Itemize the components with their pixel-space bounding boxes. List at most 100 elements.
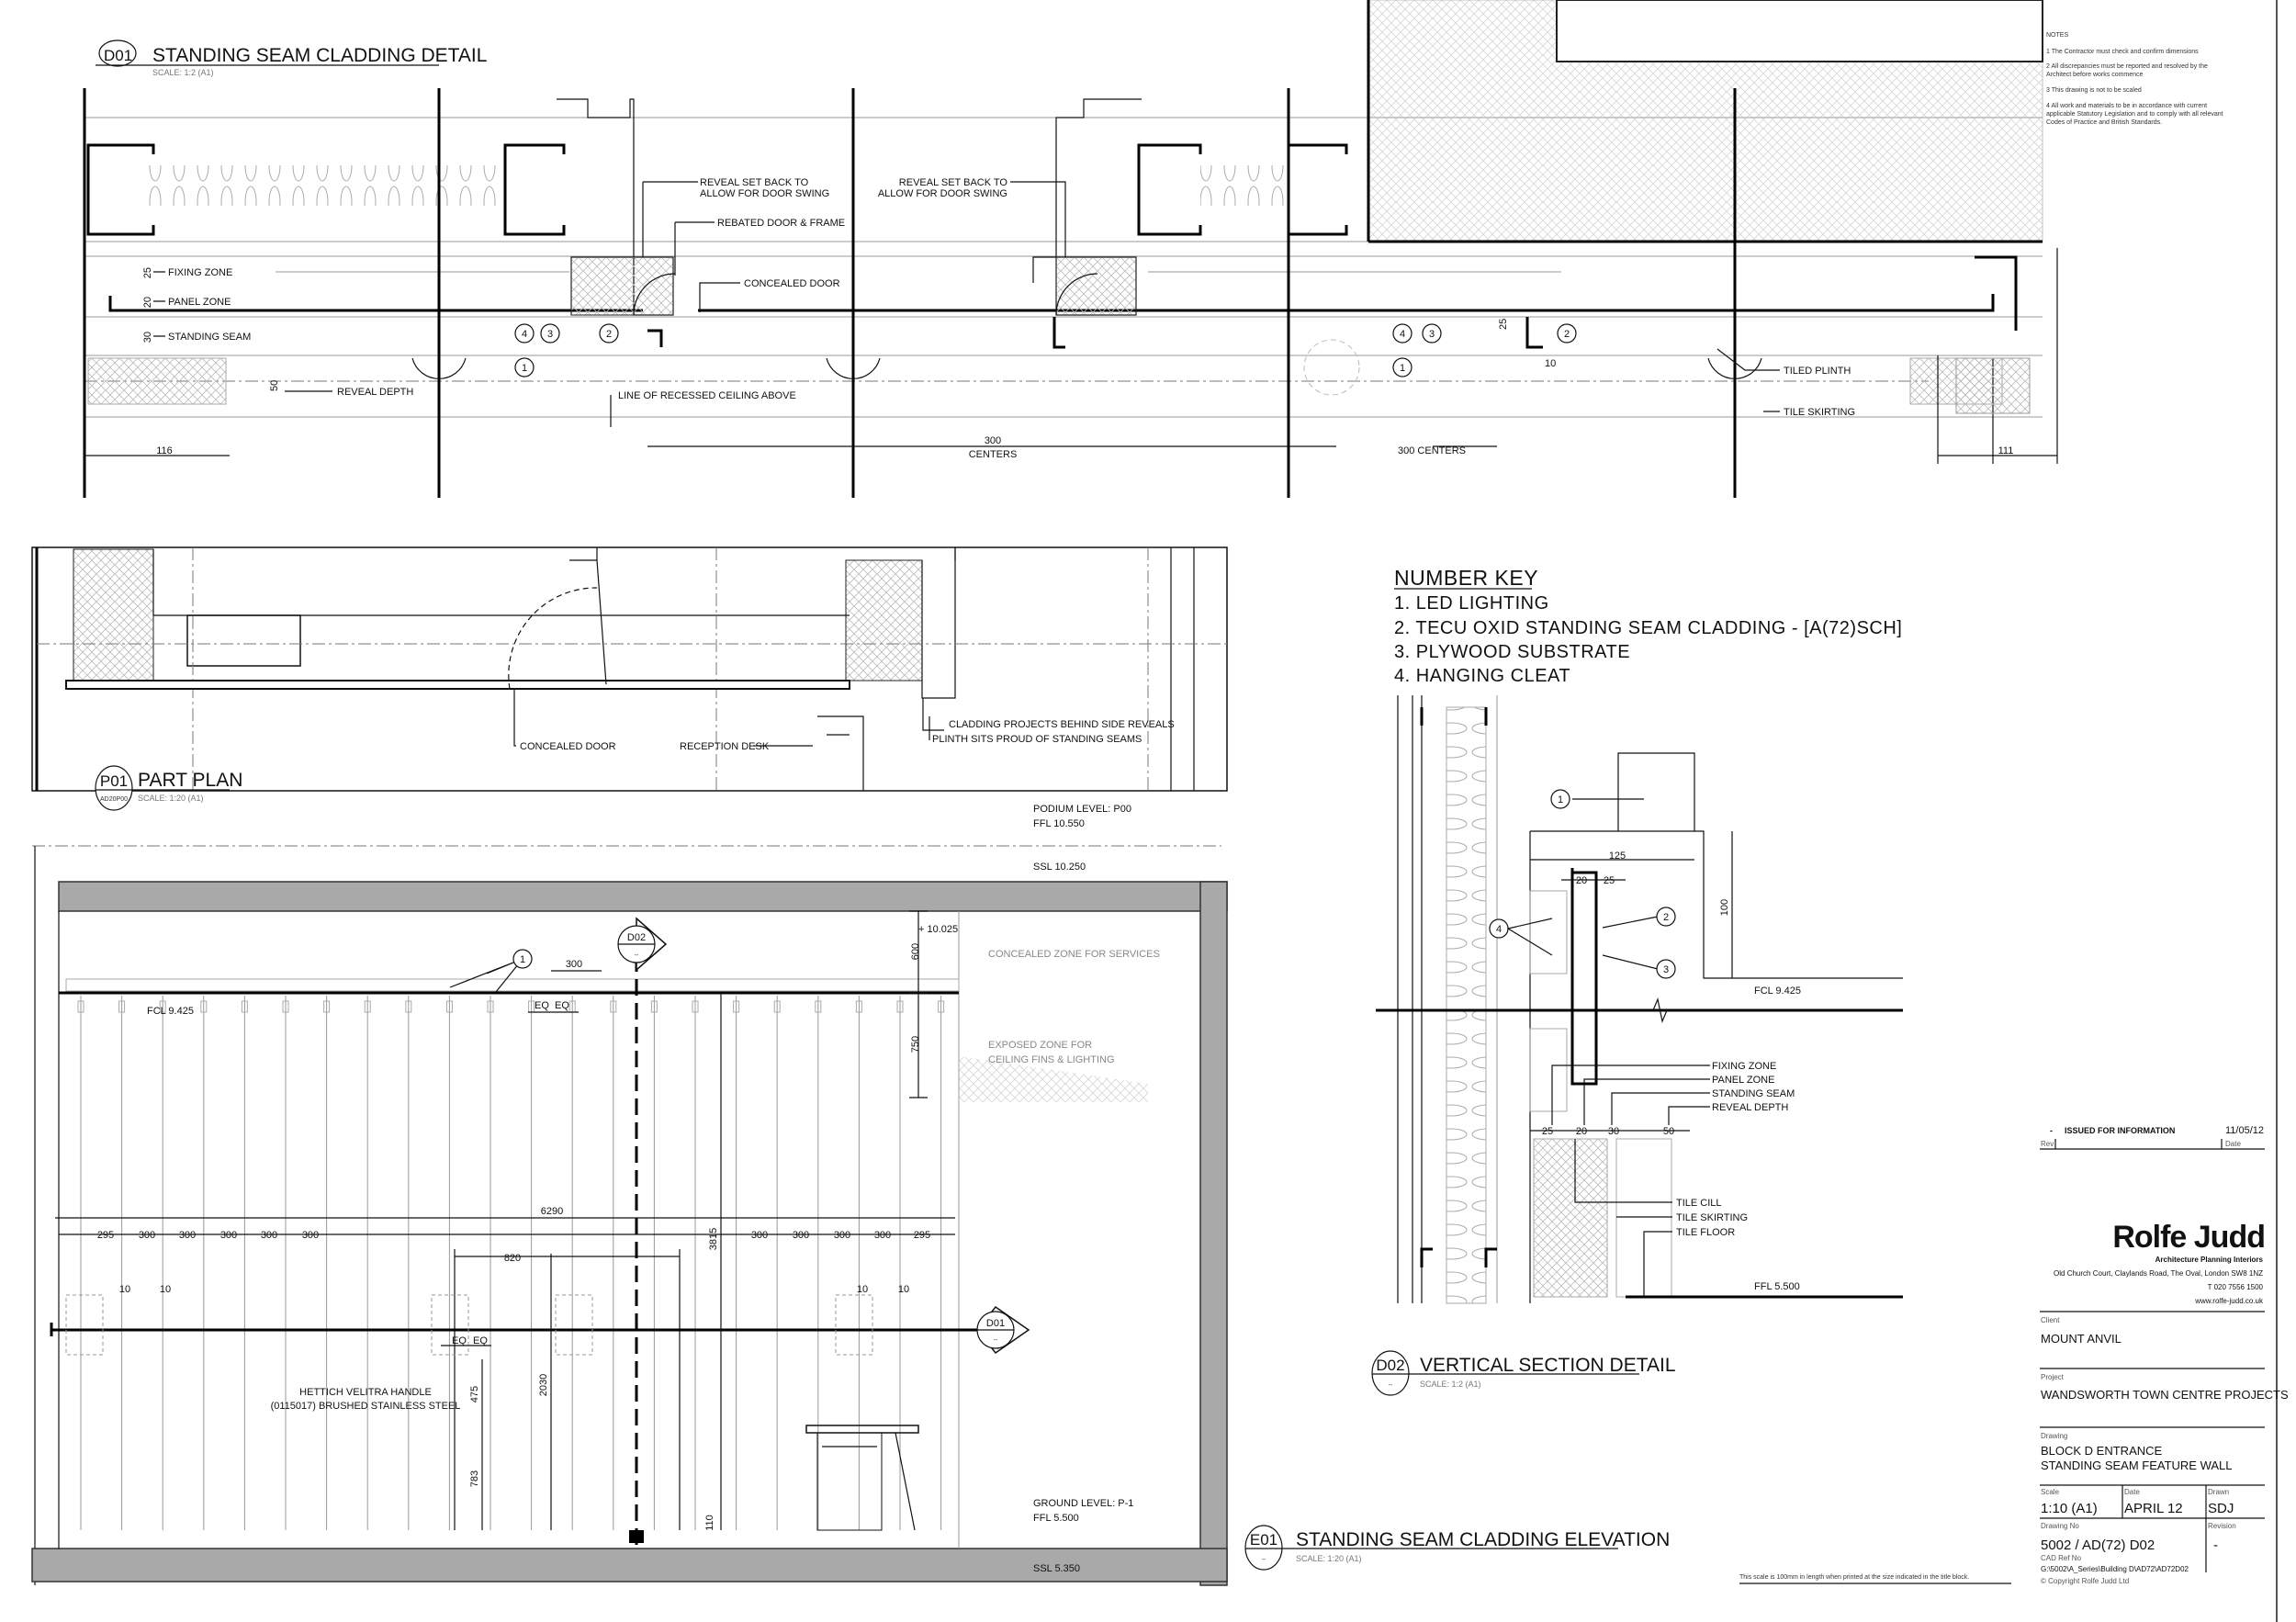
dim: 10 — [1545, 358, 1556, 369]
number-key-item: 2. TECU OXID STANDING SEAM CLADDING - [A… — [1394, 618, 1902, 638]
label-panel-zone: PANEL ZONE — [1712, 1075, 1774, 1086]
led-fitting — [282, 1000, 289, 1013]
drawn-value: SDJ — [2208, 1501, 2234, 1516]
number-key-item: 3. PLYWOOD SUBSTRATE — [1394, 642, 1630, 662]
level-ffl-top: FFL 10.550 — [1033, 818, 1085, 829]
elevation-ref: E01 — [1250, 1531, 1277, 1549]
dim: 30 — [1608, 1126, 1619, 1137]
dim: 110 — [704, 1515, 715, 1531]
dim: 20 — [1576, 1126, 1587, 1137]
dim: 100 — [1719, 899, 1730, 916]
section-title: VERTICAL SECTION DETAIL — [1420, 1355, 1676, 1376]
elevation-sheet: -- — [1262, 1557, 1266, 1563]
client-label: Client — [2041, 1316, 2060, 1324]
detail-title: STANDING SEAM CLADDING DETAIL — [152, 45, 487, 66]
dim: 25 — [1542, 1126, 1553, 1137]
section-scale: SCALE: 1:2 (A1) — [1420, 1380, 1481, 1389]
label-tile-skirting: TILE SKIRTING — [1676, 1212, 1748, 1223]
plan-ref-bubble — [95, 765, 133, 811]
elevation-title: STANDING SEAM CLADDING ELEVATION — [1296, 1529, 1670, 1550]
label-reception-desk: RECEPTION DESK — [680, 741, 770, 752]
led-fitting — [118, 1000, 126, 1013]
dim: 300 — [220, 1230, 237, 1241]
marker-sheet: -- — [635, 952, 639, 959]
led-fitting — [445, 1000, 453, 1013]
door-frames — [557, 98, 2058, 464]
led-fitting — [692, 1000, 699, 1013]
level-soffit: + 10.025 — [918, 924, 958, 935]
company-logo: Rolfe Judd — [2112, 1220, 2265, 1255]
dim: 475 — [469, 1386, 480, 1402]
dim: 10 — [857, 1284, 868, 1295]
company-address: Old Church Court, Claylands Road, The Ov… — [2054, 1269, 2263, 1278]
company-website[interactable]: www.rolfe-judd.co.uk — [2194, 1297, 2264, 1305]
copyright: © Copyright Rolfe Judd Ltd — [2041, 1577, 2129, 1585]
dim: 30 — [142, 332, 153, 343]
number-markers: 1 4 3 2 1 4 3 2 — [514, 323, 1577, 377]
led-fitting — [855, 1000, 862, 1013]
detail-d01: D01 STANDING SEAM CLADDING DETAIL SCALE:… — [83, 0, 2058, 498]
drawing-no-label: Drawing No — [2041, 1522, 2079, 1530]
dim: 10 — [119, 1284, 130, 1295]
label-fixing-zone: FIXING ZONE — [1712, 1061, 1776, 1072]
slab-bottom — [31, 1548, 1228, 1583]
label-concealed-zone: CONCEALED ZONE FOR SERVICES — [988, 949, 1160, 960]
dim-run-left: 295 300 300 300 300 300 — [97, 1230, 319, 1241]
plan-scale: SCALE: 1:20 (A1) — [138, 794, 204, 803]
label-cladding-projects: CLADDING PROJECTS BEHIND SIDE REVEALS — [949, 719, 1175, 730]
dim: 300 — [793, 1230, 809, 1241]
label-exposed-zone: EXPOSED ZONE FOR — [988, 1040, 1092, 1051]
dim: EQ — [452, 1335, 467, 1346]
drawing-title-line: BLOCK D ENTRANCE — [2041, 1444, 2163, 1458]
dim: 111 — [1998, 445, 2014, 456]
dim: 300 — [139, 1230, 155, 1241]
revision-entry-description: ISSUED FOR INFORMATION — [2065, 1126, 2175, 1135]
section-marker-d02[interactable]: D02 -- — [617, 917, 668, 972]
plan-p01: CONCEALED DOOR RECEPTION DESK CLADDING P… — [31, 546, 1228, 811]
led-fitting — [487, 1000, 494, 1013]
number-key-item: 4. HANGING CLEAT — [1394, 666, 1570, 686]
note-line: 1 The Contractor must check and confirm … — [2046, 49, 2199, 55]
notes: NOTES 1 The Contractor must check and co… — [2046, 32, 2223, 126]
marker-ref: D01 — [986, 1318, 1005, 1329]
scale-note: This scale is 100mm in length when print… — [1739, 1574, 1969, 1581]
wall-build-up — [84, 0, 2043, 418]
leaders — [84, 181, 2057, 456]
label-reveal-set-back: REVEAL SET BACK TO — [899, 177, 1008, 188]
drawing-no-value: 5002 / AD(72) D02 — [2041, 1538, 2155, 1553]
revision-label: Revision — [2208, 1522, 2236, 1530]
marker-ref: D02 — [627, 932, 646, 943]
section-ref-bubble — [1371, 1350, 1410, 1396]
plan-title: PART PLAN — [138, 770, 242, 791]
led-fitting — [610, 1000, 617, 1013]
dim: 300 — [834, 1230, 850, 1241]
number-key: NUMBER KEY 1. LED LIGHTING 2. TECU OXID … — [1394, 566, 1902, 686]
label-door-swing: ALLOW FOR DOOR SWING — [700, 188, 829, 199]
rev-label: Rev — [2041, 1140, 2054, 1148]
marker: 4 — [1496, 924, 1502, 935]
label-handle-spec: (0115017) BRUSHED STAINLESS STEEL — [271, 1401, 461, 1412]
led-fitting — [896, 1000, 904, 1013]
scale-value: 1:10 (A1) — [2041, 1501, 2098, 1516]
dim-centers: 300 — [985, 435, 1001, 446]
led-fitting — [938, 1000, 945, 1013]
dim: 20 — [1576, 875, 1587, 886]
label-rebated-door: REBATED DOOR & FRAME — [717, 218, 845, 229]
section-d02: 125 20 25 100 25 20 30 50 FCL 9.425 FIXI… — [1371, 695, 1903, 1396]
dim: 125 — [1609, 850, 1626, 862]
label-handle: HETTICH VELITRA HANDLE — [299, 1387, 432, 1398]
led-fitting — [405, 1000, 412, 1013]
elevation-scale: SCALE: 1:20 (A1) — [1296, 1554, 1362, 1563]
marker: 3 — [1429, 329, 1435, 340]
date-col-label: Date — [2225, 1140, 2241, 1148]
company-tagline: Architecture Planning Interiors — [2155, 1256, 2264, 1264]
drawing-label: Drawing — [2041, 1432, 2067, 1440]
label-standing-seam: STANDING SEAM — [1712, 1088, 1795, 1099]
level-ffl-bottom: FFL 5.500 — [1033, 1513, 1079, 1524]
detail-marker-d01[interactable]: D01 -- — [976, 1305, 1030, 1355]
number-key-item: 1. LED LIGHTING — [1394, 593, 1549, 614]
led-fitting — [733, 1000, 740, 1013]
dim: EQ — [555, 1000, 569, 1011]
notes-title: NOTES — [2046, 32, 2068, 39]
